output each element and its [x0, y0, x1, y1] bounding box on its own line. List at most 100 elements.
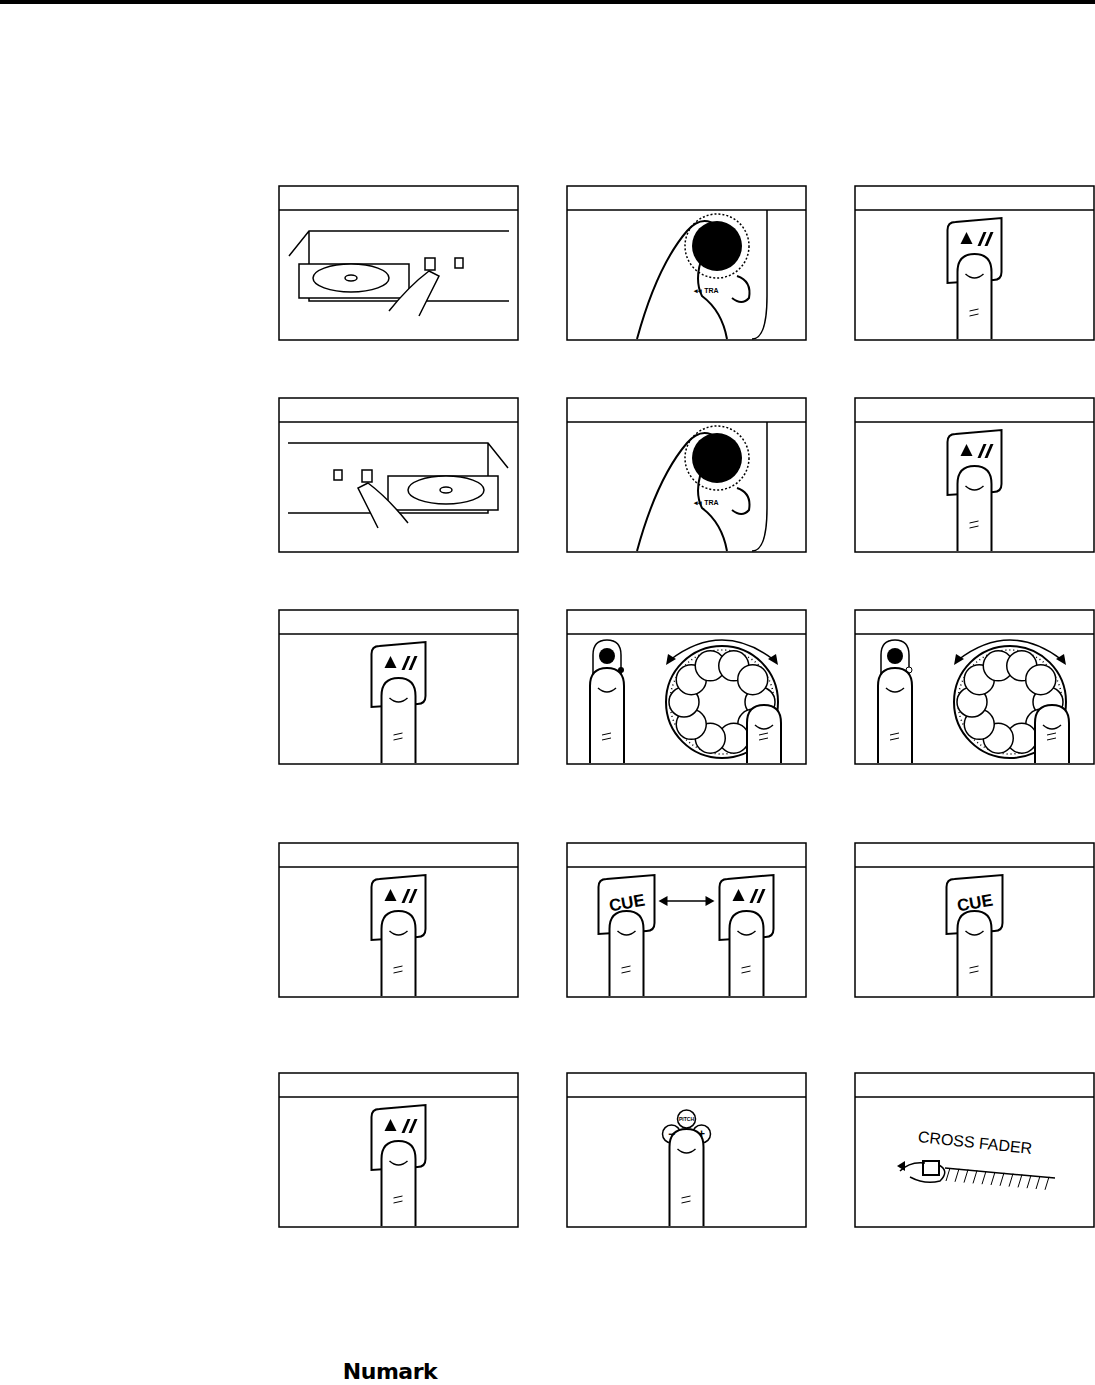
disc-hole: [345, 275, 357, 281]
fader-tick: [1036, 1176, 1040, 1189]
disc: [313, 264, 389, 292]
knuckle: [970, 314, 979, 316]
knuckle: [682, 1201, 691, 1203]
panel-frame: [855, 1073, 1094, 1227]
pause-bar: [409, 656, 418, 670]
pause-bar: [402, 889, 411, 903]
knuckle: [742, 966, 751, 968]
fingernail: [1043, 725, 1061, 729]
panel-frame: [567, 186, 806, 340]
knuckle: [1047, 738, 1056, 740]
fader-tick: [973, 1170, 977, 1183]
top-rule: [0, 0, 1095, 4]
panel-header-rule: [279, 866, 518, 868]
finger: [382, 678, 416, 763]
arrowhead: [768, 654, 778, 665]
fingernail: [966, 931, 984, 935]
finger: [958, 254, 992, 339]
fader-tick: [955, 1169, 959, 1182]
button-label: −: [668, 1128, 675, 1140]
finger: [747, 705, 781, 763]
button-label: +: [698, 1128, 705, 1140]
fingernail: [618, 931, 636, 935]
panel-frame: [567, 843, 806, 997]
panel-frame: [279, 1073, 518, 1227]
fingernail: [390, 931, 408, 935]
fader-knob: [923, 1161, 939, 1175]
jog-dimple: [1026, 665, 1056, 695]
knuckle: [890, 733, 899, 735]
finger: [382, 911, 416, 996]
small-button: [334, 470, 342, 480]
knuckle: [394, 971, 403, 973]
finger: [610, 911, 644, 996]
panel-header-rule: [855, 866, 1094, 868]
panel-header-rule: [855, 1096, 1094, 1098]
hand: [389, 271, 439, 316]
panel-frame: [855, 186, 1094, 340]
play-symbol: [961, 444, 973, 456]
panel-header-rule: [567, 421, 806, 423]
panel-header-rule: [855, 209, 1094, 211]
play-symbol: [385, 889, 397, 901]
knuckle: [394, 1201, 403, 1203]
fader-tick: [964, 1170, 968, 1183]
panel-frame: [279, 398, 518, 552]
disc-tray: [299, 264, 409, 298]
pause-bar: [985, 444, 994, 458]
small-button: [455, 258, 463, 268]
knuckle: [622, 966, 631, 968]
brand-logo: Numark: [343, 1361, 437, 1383]
panel-frame: [855, 843, 1094, 997]
knuckle: [622, 971, 631, 973]
button: [887, 648, 903, 664]
play-symbol: [385, 656, 397, 668]
fingernail: [678, 1149, 696, 1153]
knuckle: [759, 738, 768, 740]
knuckle: [394, 733, 403, 735]
panel-header-rule: [279, 1096, 518, 1098]
fader-tick: [1045, 1177, 1049, 1190]
hand: [637, 433, 727, 551]
knuckle: [970, 971, 979, 973]
knuckle: [394, 1196, 403, 1198]
panel-header-rule: [855, 633, 1094, 635]
fingernail: [390, 698, 408, 702]
disc-tray: [388, 476, 498, 510]
fingernail: [598, 688, 616, 692]
panel-edge: [752, 210, 767, 339]
pause-bar: [985, 232, 994, 246]
fingernail: [966, 274, 984, 278]
pause-bar: [409, 1119, 418, 1133]
arrowhead: [659, 896, 668, 906]
finger: [878, 668, 912, 763]
pause-bar: [978, 444, 987, 458]
knuckle: [394, 966, 403, 968]
finger: [730, 911, 764, 996]
fader-tick: [1000, 1173, 1004, 1186]
arrowhead: [954, 654, 964, 665]
arrowhead: [897, 1161, 905, 1171]
track-label: ◂◂ TRA: [694, 287, 718, 294]
finger: [670, 1129, 704, 1226]
track-label: ◂◂ TRA: [694, 499, 718, 506]
arrowhead: [1056, 654, 1066, 665]
pause-bar: [402, 656, 411, 670]
button-label: PITCH: [679, 1117, 694, 1122]
fader-tick: [1009, 1174, 1013, 1187]
knuckle: [742, 971, 751, 973]
thumb: [732, 276, 750, 302]
pause-bar: [978, 232, 987, 246]
knuckle: [970, 521, 979, 523]
player-body: [288, 443, 508, 513]
button: [599, 648, 615, 664]
panel-header-rule: [567, 866, 806, 868]
arrowhead: [666, 654, 676, 665]
knuckle: [970, 966, 979, 968]
double-arrow: [662, 900, 712, 902]
panel-frame: [567, 610, 806, 764]
play-symbol: [733, 889, 745, 901]
panel-header-rule: [567, 209, 806, 211]
knuckle: [1047, 733, 1056, 735]
fader-tick: [1018, 1174, 1022, 1187]
